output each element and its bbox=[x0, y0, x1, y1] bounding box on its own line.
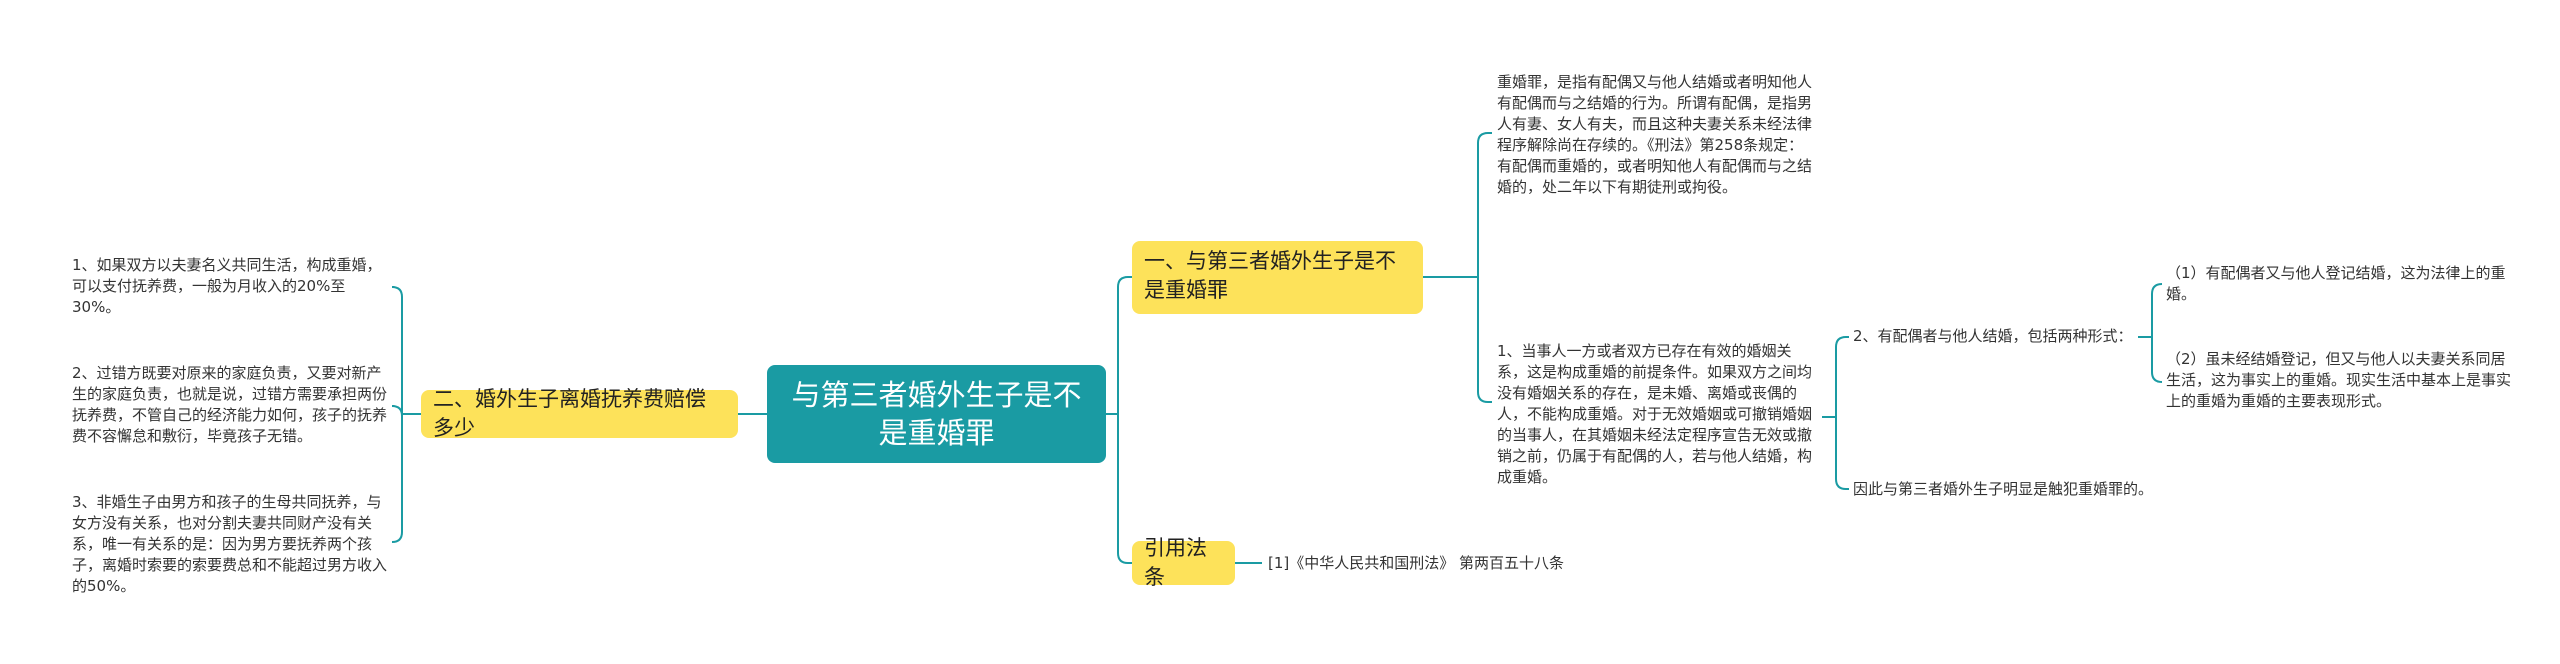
law-citation: [1]《中华人民共和国刑法》 第两百五十八条 bbox=[1268, 554, 1565, 572]
root-topic[interactable]: 与第三者婚外生子是不是重婚罪 bbox=[767, 365, 1106, 463]
support-item-3: 3、非婚生子由男方和孩子的生母共同抚养，与女方没有关系，也对分割夫妻共同财产没有… bbox=[72, 493, 388, 595]
branch-is-bigamy-label: 一、与第三者婚外生子是不是重婚罪 bbox=[1144, 249, 1396, 302]
root-title: 与第三者婚外生子是不是重婚罪 bbox=[791, 378, 1082, 450]
bigamy-condition-1: 1、当事人一方或者双方已存在有效的婚姻关系，这是构成重婚的前提条件。如果双方之间… bbox=[1497, 342, 1813, 486]
p1-link-0 bbox=[1835, 336, 1849, 417]
branch-is-bigamy[interactable]: 一、与第三者婚外生子是不是重婚罪 bbox=[1132, 241, 1423, 314]
branch-cited-law[interactable]: 引用法条 bbox=[1132, 536, 1235, 589]
b1-link-0 bbox=[1477, 132, 1492, 277]
p2-link-1 bbox=[2151, 337, 2163, 383]
bigamy-condition-2: 2、有配偶者与他人结婚，包括两种形式： bbox=[1853, 327, 2133, 345]
bigamy-form-registered: （1）有配偶者又与他人登记结婚，这为法律上的重婚。 bbox=[2166, 264, 2506, 303]
root-right-link-1 bbox=[1117, 414, 1132, 564]
p2-link-0 bbox=[2151, 283, 2163, 337]
b2-link-0 bbox=[391, 286, 403, 414]
branch-cited-law-label: 引用法条 bbox=[1144, 536, 1207, 589]
bigamy-form-de-facto: （2）虽未经结婚登记，但又与他人以夫妻关系同居生活，这为事实上的重婚。现实生活中… bbox=[2166, 350, 2512, 410]
branch-child-support[interactable]: 二、婚外生子离婚抚养费赔偿多少 bbox=[421, 387, 738, 440]
support-item-2: 2、过错方既要对原来的家庭负责，又要对新产生的家庭负责，也就是说，过错方需要承担… bbox=[72, 364, 388, 445]
b2-link-1 bbox=[391, 405, 403, 417]
root-right-link-0 bbox=[1117, 276, 1132, 414]
b2-link-2 bbox=[391, 414, 403, 543]
branch-child-support-label: 二、婚外生子离婚抚养费赔偿多少 bbox=[433, 387, 706, 440]
b1-link-1 bbox=[1477, 277, 1492, 403]
bigamy-definition: 重婚罪，是指有配偶又与他人结婚或者明知他人有配偶而与之结婚的行为。所谓有配偶，是… bbox=[1497, 73, 1813, 196]
bigamy-conclusion: 因此与第三者婚外生子明显是触犯重婚罪的。 bbox=[1853, 480, 2154, 498]
p1-link-1 bbox=[1835, 417, 1849, 490]
support-item-1: 1、如果双方以夫妻名义共同生活，构成重婚，可以支付抚养费，一般为月收入的20%至… bbox=[72, 256, 382, 316]
